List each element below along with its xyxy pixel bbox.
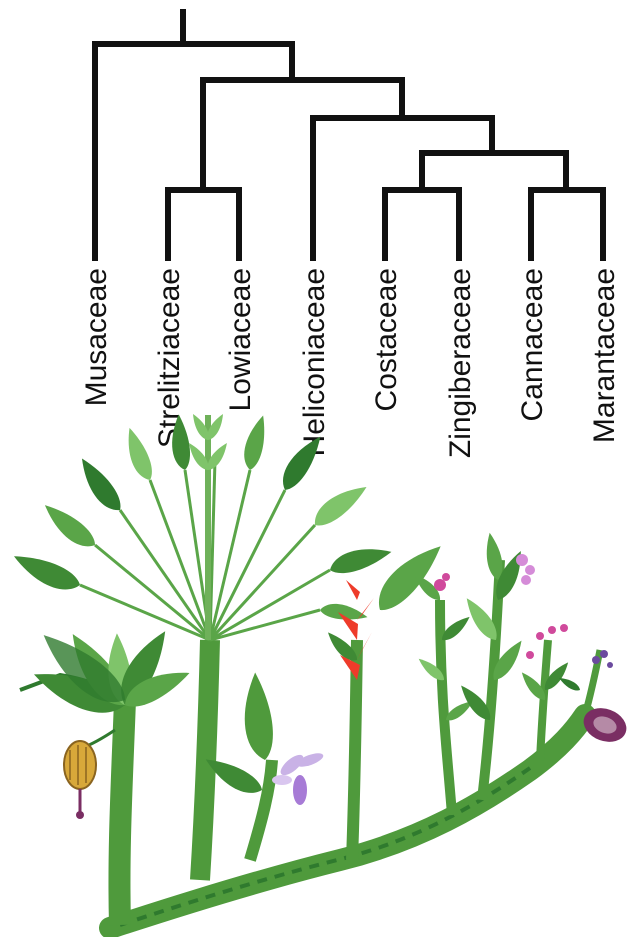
taxon-label-heliconiaceae: Heliconiaceae: [298, 268, 331, 456]
taxon-label-lowiaceae: Lowiaceae: [224, 268, 257, 411]
phylogenetic-tree: [95, 12, 603, 258]
heliconia-bracts: [338, 580, 374, 680]
taxon-label-costaceae: Costaceae: [370, 268, 403, 411]
plant-illustration: [9, 412, 627, 928]
lowiaceae-flower: [272, 751, 325, 805]
banana-bunch: [64, 730, 115, 819]
zingiberaceae-plant: [456, 531, 535, 800]
taxon-label-zingiberaceae: Zingiberaceae: [444, 268, 477, 458]
taxon-labels: Musaceae Strelitziaceae Lowiaceae Helico…: [80, 268, 621, 458]
taxon-label-cannaceae: Cannaceae: [516, 268, 549, 421]
taxon-label-marantaceae: Marantaceae: [588, 268, 621, 443]
musaceae-plant: [20, 624, 194, 925]
taxon-label-musaceae: Musaceae: [80, 268, 113, 406]
lowiaceae-plant: [200, 671, 324, 860]
